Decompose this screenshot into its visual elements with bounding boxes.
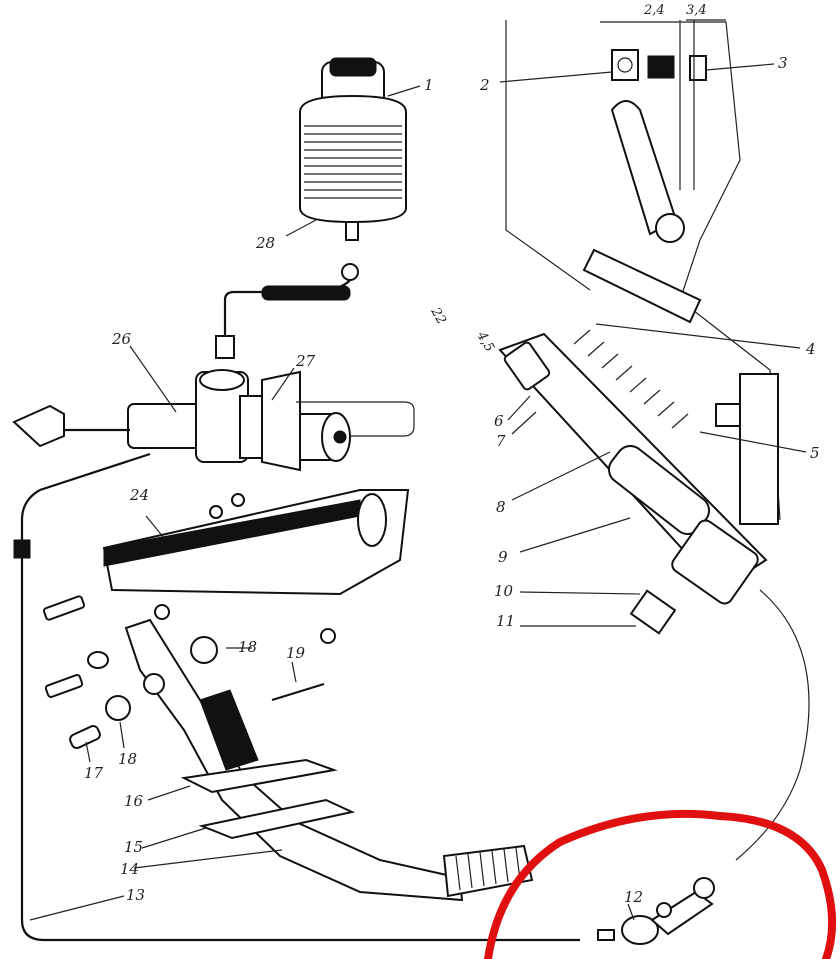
loose-parts <box>42 595 336 750</box>
callout-18-upper: 18 <box>238 638 257 656</box>
callout-12: 12 <box>624 888 643 906</box>
clevis <box>12 404 65 448</box>
callout-9: 9 <box>498 548 508 566</box>
slave-cylinder-assembly <box>498 329 779 635</box>
callout-15: 15 <box>124 838 143 856</box>
leader-lines <box>29 19 807 921</box>
dimension-22: 22 <box>427 304 449 327</box>
callout-28: 28 <box>255 234 275 252</box>
fluid-reservoir <box>299 57 407 241</box>
dimension-3-4: 3,4 <box>686 3 707 18</box>
clutch-housing <box>505 20 781 521</box>
callout-4: 4 <box>805 340 816 358</box>
bleeder-valve <box>597 877 715 945</box>
return-cable <box>735 589 810 861</box>
callout-26: 26 <box>111 330 132 348</box>
callout-10: 10 <box>494 582 514 600</box>
callout-1: 1 <box>424 76 434 94</box>
callout-24: 24 <box>129 486 149 504</box>
callout-5: 5 <box>810 444 820 462</box>
callout-16: 16 <box>124 792 144 810</box>
callout-2: 2 <box>479 76 490 94</box>
callout-11: 11 <box>496 612 515 630</box>
callout-6: 6 <box>494 412 504 430</box>
clutch-pedal <box>124 618 534 902</box>
hydraulic-pipe <box>20 452 580 942</box>
callout-3: 3 <box>778 54 788 72</box>
master-cylinder <box>127 369 351 472</box>
callout-13: 13 <box>126 886 145 904</box>
callout-14: 14 <box>120 860 139 878</box>
hose-sleeve <box>261 285 351 301</box>
callout-18-lower: 18 <box>118 750 137 768</box>
highlight-circle <box>484 809 837 959</box>
callout-8: 8 <box>496 498 506 516</box>
outlet-pipe <box>296 401 415 437</box>
callout-7: 7 <box>496 432 506 450</box>
callout-17: 17 <box>84 764 104 782</box>
callout-27: 27 <box>295 352 316 370</box>
dimension-2-4: 2,4 <box>643 3 665 18</box>
pedal-bracket <box>102 489 410 596</box>
dimension-4-5: 4,5 <box>473 328 497 354</box>
callout-19: 19 <box>286 644 306 662</box>
